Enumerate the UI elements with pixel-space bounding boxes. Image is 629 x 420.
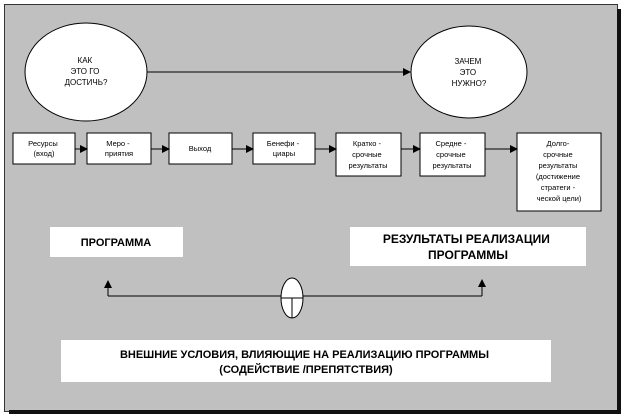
short-term-results-box (335, 132, 402, 177)
frame-shadow-right (617, 9, 621, 413)
output-box (168, 132, 233, 165)
results-label: РЕЗУЛЬТАТЫ РЕАЛИЗАЦИИ ПРОГРАММЫ (383, 232, 553, 262)
program-label: ПРОГРАММА (81, 237, 152, 249)
medium-term-results-label: Средне - срочные результаты (433, 139, 472, 170)
external-conditions-box (61, 340, 551, 382)
why-needed-circle (410, 25, 528, 119)
beneficiaries-label: Бенефи - циары (267, 139, 301, 158)
program-box (50, 227, 183, 257)
resources-label: Ресурсы (вход) (28, 139, 60, 158)
why-needed-label: ЗАЧЕМ ЭТО НУЖНО? (452, 57, 487, 88)
frame-shadow-bottom (9, 410, 621, 414)
how-to-achieve-label: КАК ЭТО ГО ДОСТИЧЬ? (65, 56, 108, 87)
medium-term-results-box (419, 132, 486, 177)
long-term-results-box (516, 132, 602, 212)
results-box (350, 227, 586, 266)
output-label: Выход (189, 144, 212, 153)
beneficiaries-box (252, 132, 316, 165)
activities-box (86, 132, 152, 165)
long-term-results-label: Долго- срочные результаты (достижение ст… (536, 139, 582, 203)
activities-label: Меро - приятия (105, 139, 133, 158)
external-conditions-label: ВНЕШНИЕ УСЛОВИЯ, ВЛИЯЮЩИЕ НА РЕАЛИЗАЦИЮ … (120, 349, 492, 376)
short-term-results-label: Кратко - срочные результаты (349, 139, 388, 170)
